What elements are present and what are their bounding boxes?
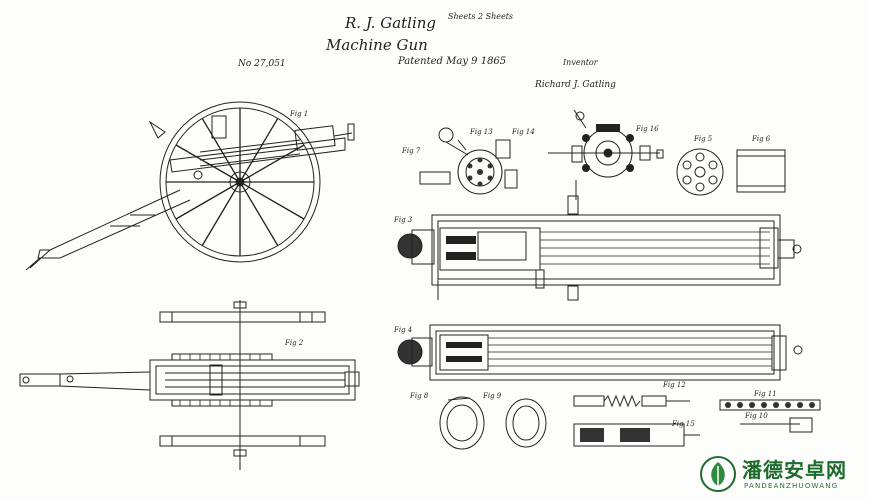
fig11-chain xyxy=(719,399,821,411)
fig8-label: Fig 8 xyxy=(410,392,429,400)
fig2-plan-view xyxy=(19,300,360,470)
fig4-section xyxy=(397,324,803,381)
fig4-label: Fig 4 xyxy=(394,326,413,334)
fig9-label: Fig 9 xyxy=(483,392,502,400)
fig-feed-assembly xyxy=(548,109,664,200)
fig1-label: Fig 1 xyxy=(290,110,309,118)
watermark: 潘德安卓网 PANDEANZHUOWANG xyxy=(700,452,865,496)
fig7-end-view xyxy=(419,127,518,195)
fig5-disk xyxy=(676,148,724,196)
fig-extra-label: Fig 16 xyxy=(636,125,659,133)
fig3-longitudinal-section xyxy=(397,195,802,301)
inventor-label: Inventor xyxy=(563,58,598,67)
fig10-label: Fig 10 xyxy=(745,412,768,420)
fig5-label: Fig 5 xyxy=(694,135,713,143)
fig1-carriage-side-view xyxy=(25,101,355,271)
fig15-lock xyxy=(573,423,700,447)
watermark-subtitle: PANDEANZHUOWANG xyxy=(744,482,839,490)
patent-date: Patented May 9 1865 xyxy=(398,56,507,67)
subject-title: Machine Gun xyxy=(326,36,428,54)
fig6-label: Fig 6 xyxy=(752,135,771,143)
leaf-logo-icon xyxy=(700,456,736,492)
fig12-label: Fig 12 xyxy=(663,381,686,389)
fig10-cartridge xyxy=(740,417,813,433)
fig6-cylinder xyxy=(736,149,786,193)
fig8-ring xyxy=(439,396,485,450)
inventor-signature: Richard J. Gatling xyxy=(535,80,616,90)
fig14-label: Fig 14 xyxy=(512,128,535,136)
fig3-label: Fig 3 xyxy=(394,216,413,224)
fig13-label: Fig 13 xyxy=(470,128,493,136)
inventor-title: R. J. Gatling xyxy=(345,14,437,32)
sheets-note: Sheets 2 Sheets xyxy=(448,12,514,21)
fig12-spring-bolt xyxy=(573,394,690,408)
fig7-label: Fig 7 xyxy=(402,147,421,155)
fig11-label: Fig 11 xyxy=(754,390,777,398)
patent-number: No 27,051 xyxy=(238,59,286,69)
fig2-label: Fig 2 xyxy=(285,339,304,347)
fig9-ring xyxy=(505,398,547,448)
watermark-title: 潘德安卓网 xyxy=(742,458,847,482)
